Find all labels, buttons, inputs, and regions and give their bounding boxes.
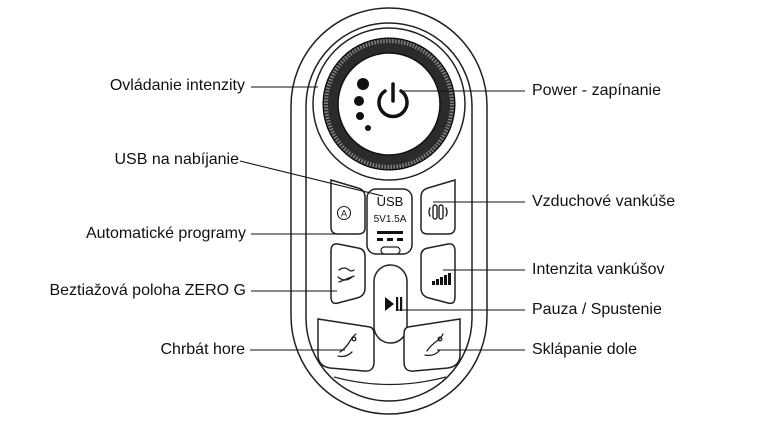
bars-intensity-icon bbox=[432, 273, 451, 285]
label-auto-programs: Automatické programy bbox=[85, 225, 246, 242]
recline-up-icon bbox=[337, 333, 357, 358]
intensity-knob-knurl bbox=[324, 39, 454, 169]
label-back-up: Chrbát hore bbox=[160, 341, 246, 358]
play-pause-icon bbox=[385, 297, 403, 311]
air-cushion-button[interactable] bbox=[420, 178, 456, 235]
label-fold-down: Sklápanie dole bbox=[532, 341, 637, 358]
label-cushion-intensity: Intenzita vankúšov bbox=[532, 261, 665, 278]
recline-down-icon bbox=[424, 333, 444, 357]
circled-a-icon bbox=[336, 205, 352, 221]
label-pause-start: Pauza / Spustenie bbox=[532, 301, 662, 318]
label-usb-charging: USB na nabíjanie bbox=[114, 151, 239, 168]
zero-g-button[interactable] bbox=[330, 243, 366, 305]
air-cushion-icon bbox=[428, 204, 448, 220]
auto-programs-button[interactable] bbox=[330, 178, 366, 235]
label-air-cushions: Vzduchové vankúše bbox=[532, 193, 676, 210]
leader-lines bbox=[239, 86, 525, 351]
usb-rating-label: 5V1.5A bbox=[374, 214, 407, 225]
label-intensity-control: Ovládanie intenzity bbox=[109, 77, 245, 94]
zero-gravity-icon bbox=[337, 267, 355, 283]
auto-icon-letter: A bbox=[341, 209, 347, 219]
label-zero-g: Beztiažová poloha ZERO G bbox=[49, 282, 246, 299]
usb-port-slot[interactable] bbox=[377, 231, 403, 241]
remote-bottom-groove bbox=[333, 376, 447, 386]
back-up-button[interactable] bbox=[317, 318, 375, 372]
label-power: Power - zapínanie bbox=[532, 82, 661, 99]
cushion-intensity-button[interactable] bbox=[420, 243, 456, 305]
leader-usb-charging bbox=[239, 160, 384, 197]
usb-indicator-pill bbox=[380, 246, 401, 255]
power-button[interactable] bbox=[337, 52, 441, 156]
power-icon bbox=[377, 82, 409, 119]
usb-port-label: USB bbox=[377, 194, 404, 209]
intensity-indicator-dots bbox=[354, 78, 371, 131]
